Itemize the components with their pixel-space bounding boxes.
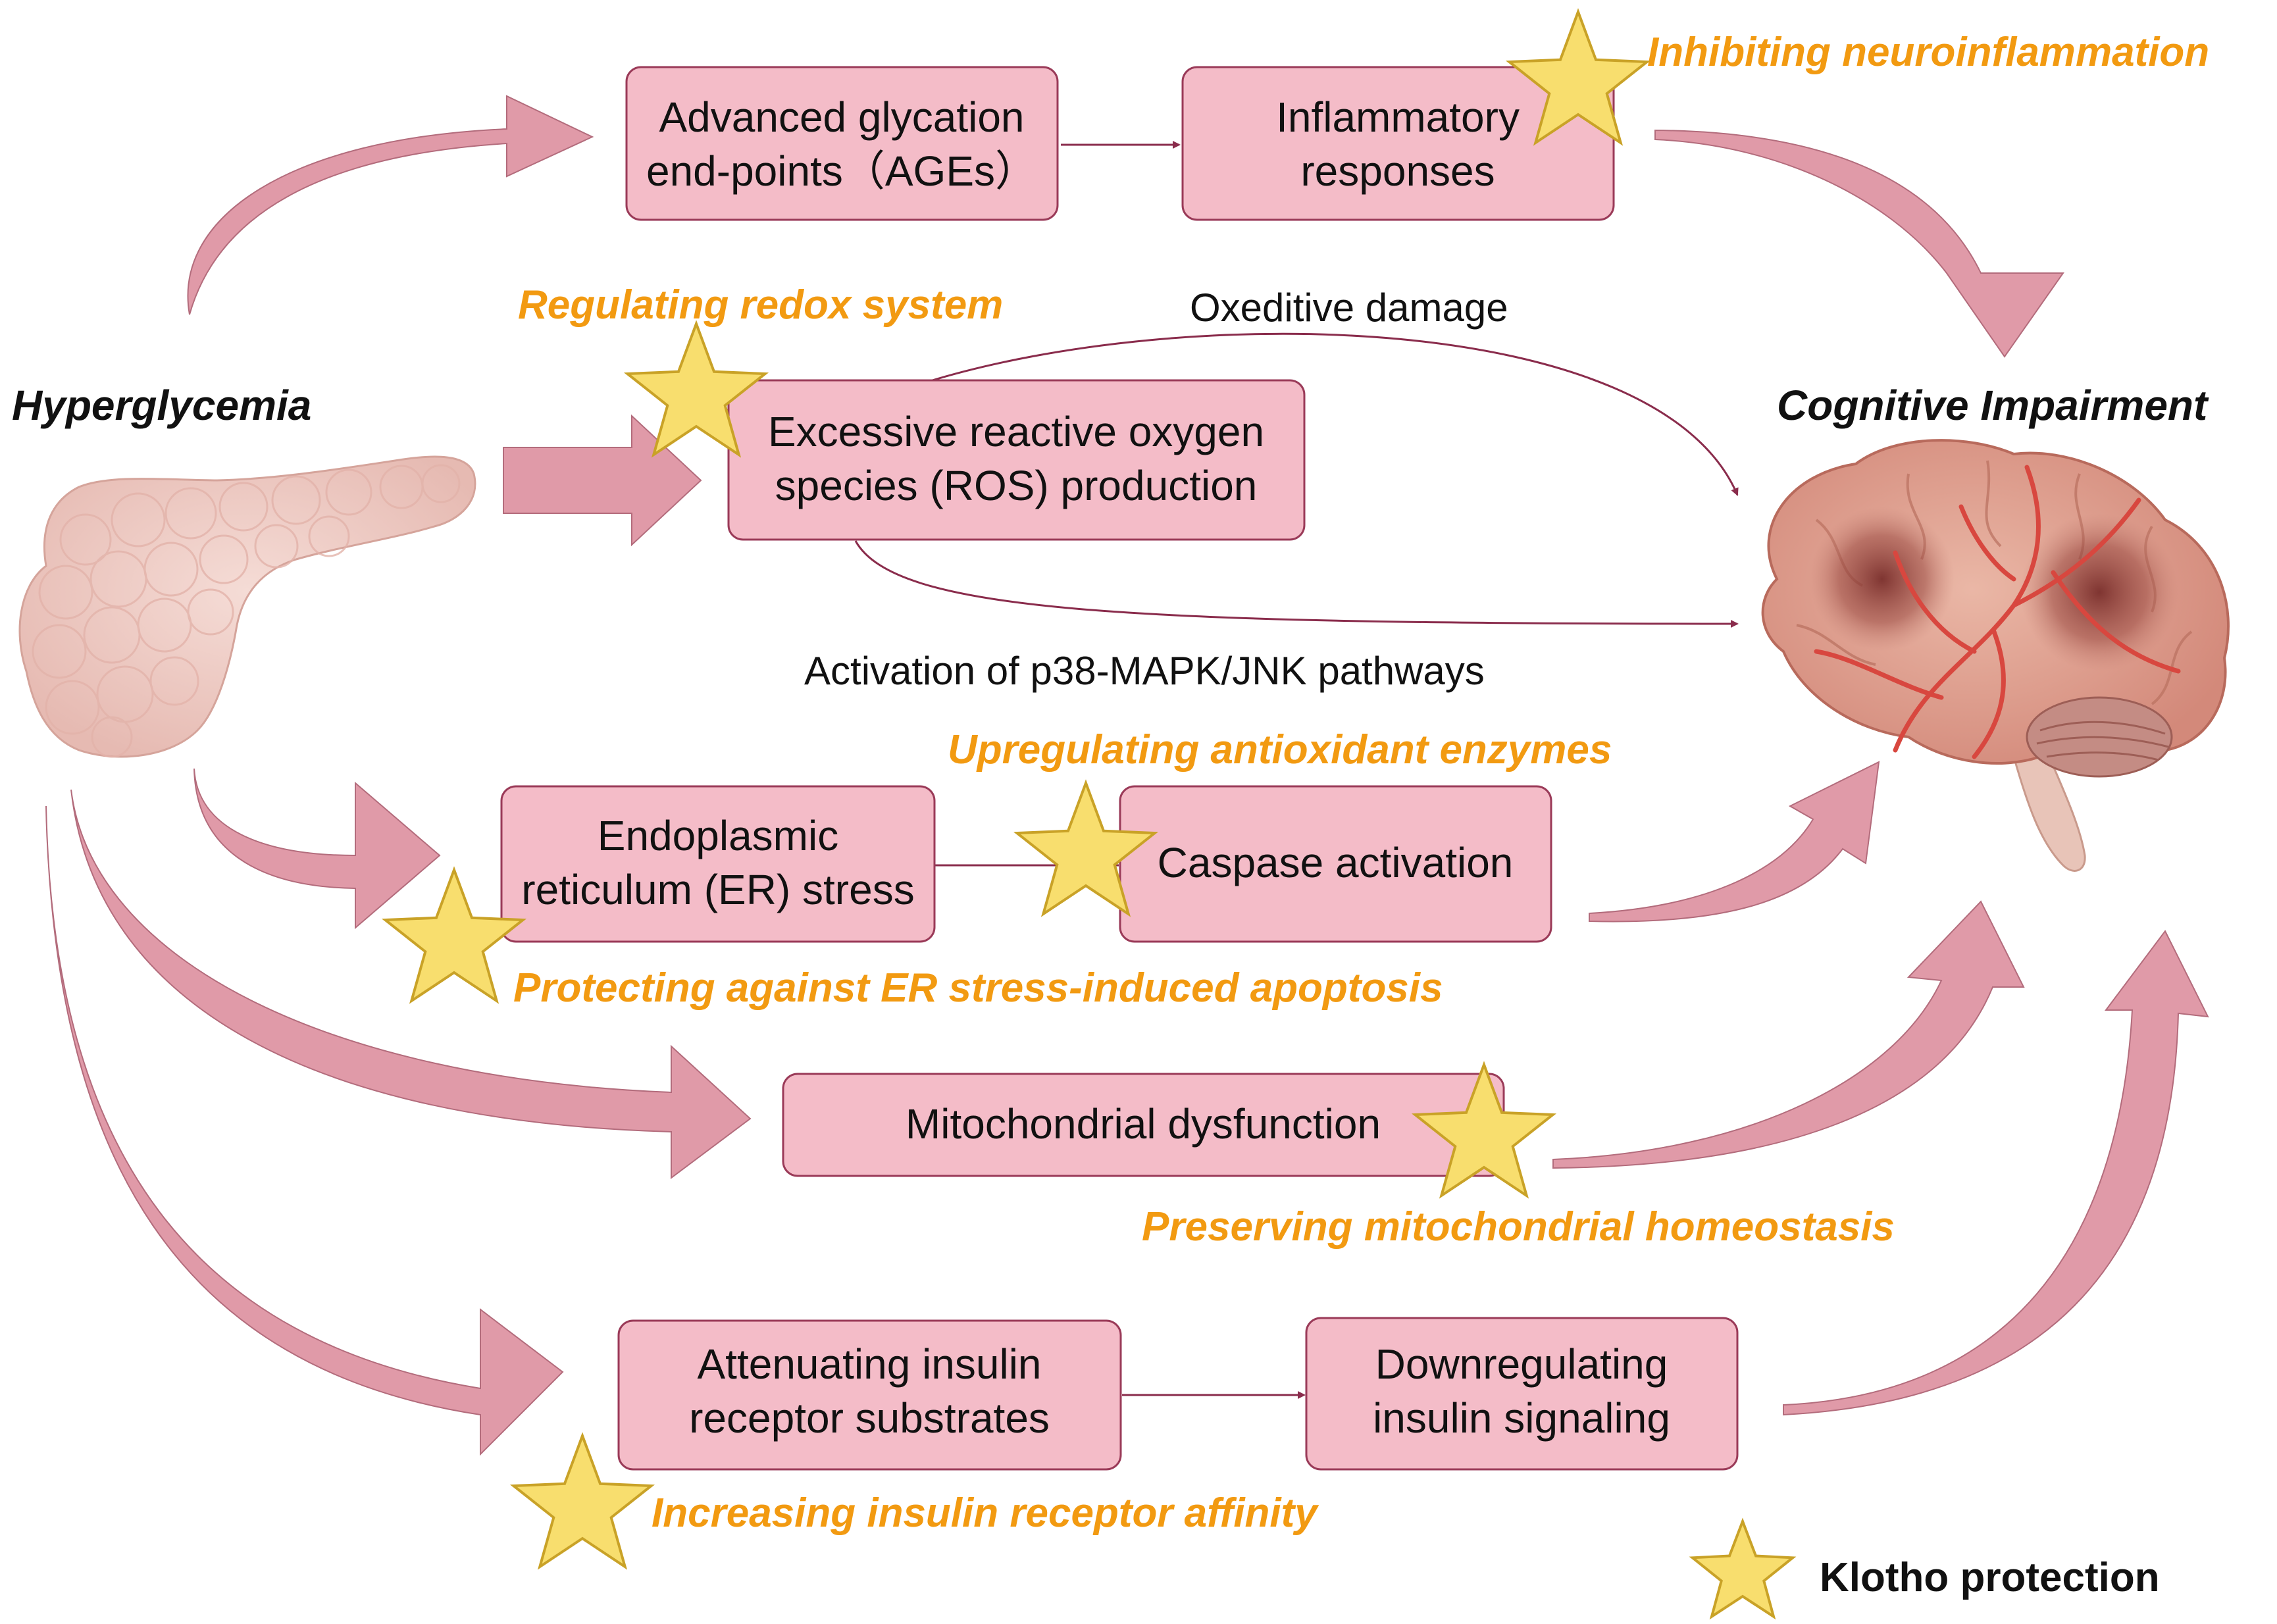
protection-neuroinflammation: Inhibiting neuroinflammation — [1647, 30, 2209, 75]
arrow-inflammatory-to-cognitive — [1654, 129, 2064, 358]
box-inflammatory: Inflammatory responses — [1181, 66, 1615, 221]
legend-label: Klotho protection — [1820, 1555, 2160, 1600]
edge-ros-oxidative-damage — [927, 332, 1739, 496]
box-er-line1: Endoplasmic — [598, 812, 838, 859]
box-insulin-signaling: Downregulating insulin signaling — [1305, 1317, 1739, 1471]
box-ros: Excessive reactive oxygen species (ROS) … — [727, 379, 1306, 541]
box-caspase: Caspase activation — [1119, 785, 1552, 943]
protection-antioxidant: Upregulating antioxidant enzymes — [948, 727, 1612, 773]
star-redox-icon — [623, 320, 769, 458]
protection-insulin-affinity: Increasing insulin receptor affinity — [652, 1490, 1319, 1536]
star-mito-homeostasis-icon — [1411, 1061, 1557, 1199]
protection-mito-homeostasis: Preserving mitochondrial homeostasis — [1142, 1204, 1895, 1250]
box-er-line2: reticulum (ER) stress — [521, 866, 914, 913]
protection-redox: Regulating redox system — [518, 282, 1003, 328]
arrow-insulin-to-cognitive — [1783, 930, 2209, 1416]
oxidative-damage-label: Oxeditive damage — [1190, 286, 1508, 330]
cognitive-impairment-label: Cognitive Impairment — [1777, 382, 2209, 429]
box-inflammatory-line1: Inflammatory — [1276, 93, 1520, 141]
mapk-pathway-label: Activation of p38-MAPK/JNK pathways — [804, 649, 1485, 693]
box-ages: Advanced glycation end-points（AGEs） — [625, 66, 1059, 221]
box-insulin-line1: Downregulating — [1375, 1340, 1668, 1388]
star-insulin-affinity-icon — [509, 1432, 655, 1570]
hyperglycemia-label: Hyperglycemia — [12, 382, 311, 429]
brain-illustration — [1761, 439, 2230, 872]
arrow-hyperglycemia-to-mito — [70, 789, 752, 1179]
arrow-mito-to-cognitive — [1552, 900, 2025, 1169]
box-ages-line1: Advanced glycation — [659, 93, 1024, 141]
arrow-hyperglycemia-to-ages — [187, 95, 594, 315]
box-ros-line1: Excessive reactive oxygen — [768, 408, 1264, 455]
arrow-hyperglycemia-to-irs — [45, 805, 564, 1456]
arrow-hyperglycemia-to-er — [193, 768, 441, 930]
edge-ros-mapk — [854, 540, 1739, 628]
box-caspase-line1: Caspase activation — [1158, 839, 1514, 886]
box-irs: Attenuating insulin receptor substrates — [617, 1319, 1122, 1471]
star-icon — [1689, 1517, 1797, 1620]
legend: Klotho protection — [1689, 1517, 2160, 1620]
arrow-hyperglycemia-to-ros — [503, 414, 702, 547]
pancreas-illustration — [18, 455, 476, 758]
box-ages-line2: end-points（AGEs） — [646, 147, 1037, 195]
box-mito: Mitochondrial dysfunction — [782, 1073, 1505, 1177]
star-er-apoptosis-icon — [381, 866, 527, 1004]
box-inflammatory-line2: responses — [1300, 147, 1495, 195]
star-neuroinflammation-icon — [1505, 8, 1651, 146]
klotho-stars — [381, 8, 1651, 1570]
box-irs-line1: Attenuating insulin — [697, 1340, 1041, 1388]
box-mito-line1: Mitochondrial dysfunction — [906, 1100, 1381, 1148]
box-ros-line2: species (ROS) production — [775, 462, 1258, 509]
protection-er-apoptosis: Protecting against ER stress-induced apo… — [513, 965, 1443, 1011]
box-irs-line2: receptor substrates — [689, 1394, 1050, 1442]
box-er-stress: Endoplasmic reticulum (ER) stress — [500, 785, 936, 943]
box-insulin-line2: insulin signaling — [1373, 1394, 1670, 1442]
arrow-caspase-to-cognitive — [1589, 761, 1880, 923]
star-antioxidant-icon — [1013, 779, 1159, 917]
